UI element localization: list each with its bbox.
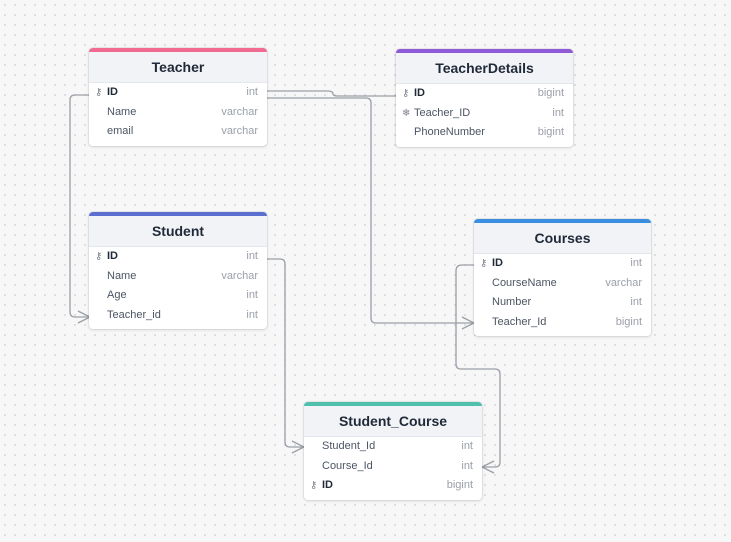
field-type: varchar <box>605 276 642 289</box>
field-row[interactable]: ⚷ ID bigint <box>304 476 482 496</box>
link-courses-studentcourse <box>455 264 501 468</box>
field-type: int <box>461 440 473 452</box>
field-type: int <box>246 86 258 98</box>
field-row[interactable]: ⚷ ID int <box>474 254 651 274</box>
field-type: int <box>552 106 564 119</box>
field-type: bigint <box>615 315 642 328</box>
field-row[interactable]: Name varchar <box>89 267 267 287</box>
field-type: varchar <box>221 269 258 282</box>
field-name: Age <box>107 289 127 301</box>
table-teacher-title[interactable]: Teacher <box>89 52 267 83</box>
field-name: Teacher_id <box>107 308 161 321</box>
field-name: Course_Id <box>322 459 373 472</box>
field-type: bigint <box>537 126 564 138</box>
field-type: bigint <box>446 479 473 491</box>
field-name: Student_Id <box>322 440 376 452</box>
field-name: ID <box>414 87 425 99</box>
field-row[interactable]: ⚷ ID bigint <box>396 84 573 104</box>
link-teacher-courses <box>267 97 474 324</box>
field-row[interactable]: CourseName varchar <box>474 274 651 294</box>
field-row[interactable]: Age int <box>89 286 267 306</box>
field-row[interactable]: Student_Id int <box>304 437 482 457</box>
table-teacherdetails[interactable]: TeacherDetails ⚷ ID bigint ❄ Teacher_ID … <box>396 49 573 147</box>
field-name: email <box>107 125 134 137</box>
field-name: Teacher_ID <box>414 106 471 119</box>
table-student-color-bar <box>89 212 267 216</box>
field-name: Name <box>107 269 137 282</box>
field-type: varchar <box>221 125 258 137</box>
field-name: PhoneNumber <box>414 126 485 138</box>
key-icon: ⚷ <box>310 480 318 491</box>
field-name: CourseName <box>492 276 557 289</box>
table-courses[interactable]: Courses ⚷ ID int CourseName varchar Numb… <box>474 219 651 336</box>
field-name: ID <box>107 250 118 262</box>
field-type: int <box>246 289 258 301</box>
key-icon: ⚷ <box>95 87 103 98</box>
table-teacher-color-bar <box>89 48 267 52</box>
link-teacher-student <box>69 94 90 318</box>
field-row[interactable]: Course_Id int <box>304 457 482 477</box>
link-teacher-teacherdetails <box>267 90 396 97</box>
field-type: int <box>246 308 258 321</box>
field-type: int <box>461 459 473 472</box>
snowflake-icon: ❄ <box>402 107 411 119</box>
table-courses-color-bar <box>474 219 651 223</box>
field-type: varchar <box>221 105 258 118</box>
field-name: Name <box>107 105 137 118</box>
field-row[interactable]: ❄ Teacher_ID int <box>396 104 573 124</box>
field-name: ID <box>107 86 118 98</box>
field-type: bigint <box>537 87 564 99</box>
field-name: ID <box>492 257 503 269</box>
field-type: int <box>630 296 642 308</box>
table-student-course[interactable]: Student_Course Student_Id int Course_Id … <box>304 402 482 500</box>
field-name: Number <box>492 296 532 308</box>
field-row[interactable]: Teacher_id int <box>89 306 267 326</box>
table-student-title[interactable]: Student <box>89 216 267 247</box>
key-icon: ⚷ <box>95 251 103 262</box>
crowfoot-studentcourse-courses <box>480 460 495 474</box>
field-row[interactable]: Name varchar <box>89 103 267 123</box>
field-name: ID <box>322 479 333 491</box>
field-row[interactable]: PhoneNumber bigint <box>396 123 573 143</box>
table-courses-title[interactable]: Courses <box>474 223 651 254</box>
field-row[interactable]: ⚷ ID int <box>89 83 267 103</box>
field-row[interactable]: Teacher_Id bigint <box>474 313 651 333</box>
field-name: Teacher_Id <box>492 315 547 328</box>
link-student-studentcourse <box>267 258 304 448</box>
table-student-course-title[interactable]: Student_Course <box>304 406 482 437</box>
table-student-course-color-bar <box>304 402 482 406</box>
table-student[interactable]: Student ⚷ ID int Name varchar Age int Te… <box>89 212 267 329</box>
field-row[interactable]: email varchar <box>89 122 267 142</box>
field-row[interactable]: ⚷ ID int <box>89 247 267 267</box>
table-teacher[interactable]: Teacher ⚷ ID int Name varchar email varc… <box>89 48 267 146</box>
field-type: int <box>630 257 642 269</box>
table-teacherdetails-color-bar <box>396 49 573 53</box>
table-teacherdetails-title[interactable]: TeacherDetails <box>396 53 573 84</box>
field-type: int <box>246 250 258 262</box>
key-icon: ⚷ <box>480 258 488 269</box>
field-row[interactable]: Number int <box>474 293 651 313</box>
key-icon: ⚷ <box>402 88 410 99</box>
